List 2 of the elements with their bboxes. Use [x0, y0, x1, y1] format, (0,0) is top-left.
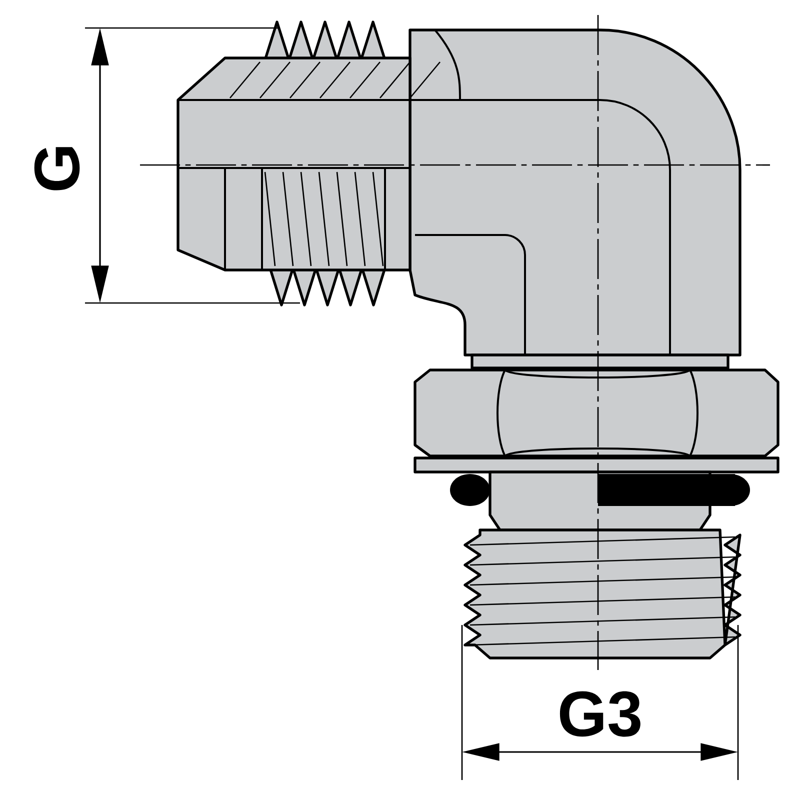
dimension-label: G [34, 147, 80, 190]
dimension-label: G3 [560, 691, 640, 737]
